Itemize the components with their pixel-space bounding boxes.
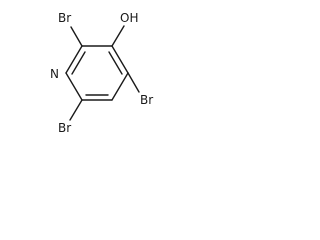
bond-c2-br — [70, 26, 83, 47]
bond-c6-n — [65, 72, 83, 101]
atom-hydroxyl: OH — [120, 11, 138, 25]
bond-n-c2 — [65, 45, 83, 74]
bond-c3-c4-inner — [108, 51, 123, 75]
atom-nitrogen: N — [50, 67, 59, 81]
bond-c3-c4 — [111, 45, 129, 74]
bond-c4-br — [127, 72, 140, 93]
bond-c6-br — [69, 99, 83, 121]
atom-bromo-left: Br — [58, 121, 71, 135]
bond-c4-c5 — [111, 72, 129, 101]
chemical-structure: N Br OH Br Br — [50, 11, 153, 135]
bond-n-c2-inner — [71, 51, 86, 75]
bond-c3-oh — [111, 25, 125, 47]
atom-bromo-right: Br — [140, 93, 153, 107]
atom-bromo-top: Br — [58, 11, 71, 25]
